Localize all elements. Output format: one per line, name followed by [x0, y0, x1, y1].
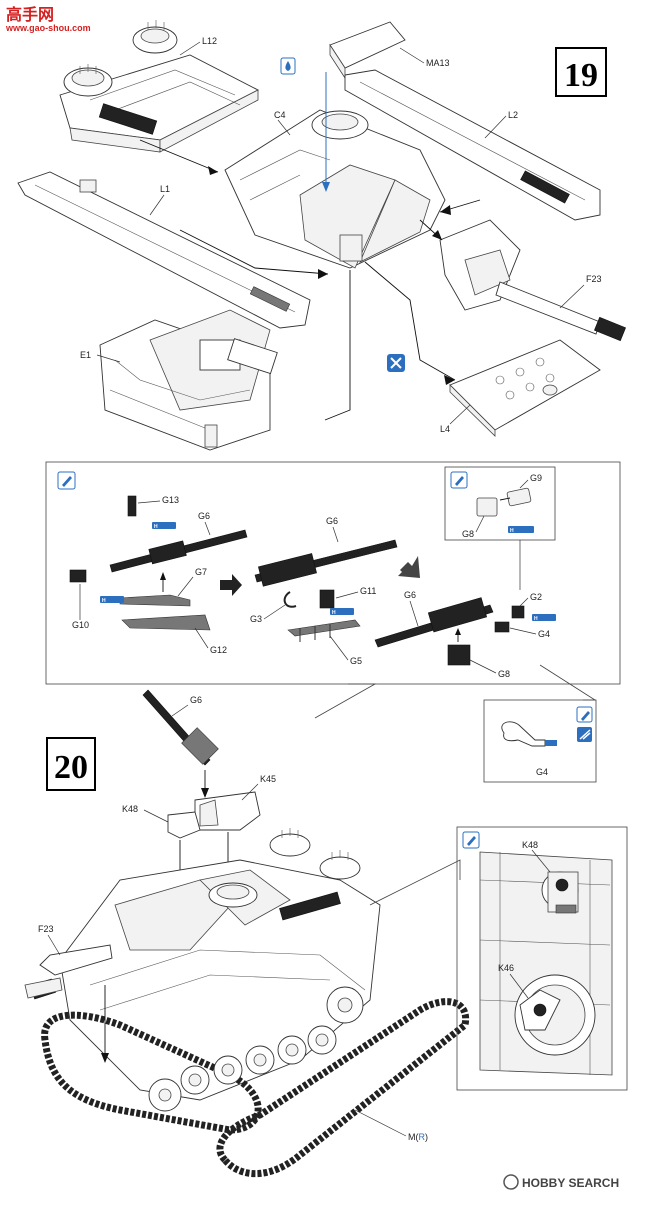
step-20: 20 G6 K45 K48: [24, 689, 470, 1178]
part-number-pill-2: H: [100, 596, 124, 604]
hobby-search-logo-icon: [503, 1174, 519, 1190]
glue-icon: [57, 471, 76, 490]
step-20-box: [46, 737, 96, 791]
step-19: 19 L12 MA13: [17, 20, 626, 451]
label-E1: E1: [80, 350, 91, 360]
label-G7: G7: [195, 567, 207, 577]
part-L2-fender: [344, 69, 601, 221]
label-K45: K45: [260, 774, 276, 784]
drill-hole-icon: [387, 354, 405, 372]
label-L1: L1: [160, 184, 170, 194]
glue-icon-detail: [576, 706, 593, 723]
callout-frame: [45, 461, 621, 685]
label-M-part: M(: [408, 1132, 419, 1142]
label-K46-inset: K46: [498, 963, 514, 973]
glue-icon-k-inset: [462, 831, 480, 849]
watermark-brand: HOBBY SEARCH: [522, 1176, 619, 1190]
label-G9: G9: [530, 473, 542, 483]
label-G6-c: G6: [404, 590, 416, 600]
part-number-pill-1: H: [152, 522, 176, 530]
part-K48: [167, 811, 201, 872]
step-20-number: 20: [54, 749, 88, 786]
label-G3: G3: [250, 614, 262, 624]
label-L2: L2: [508, 110, 518, 120]
label-G12: G12: [210, 645, 227, 655]
label-K48-inset: K48: [522, 840, 538, 850]
part-L4-front-plate: [449, 339, 601, 437]
label-G2: G2: [530, 592, 542, 602]
callout-gun-assembly: G13 G6 G7 G10 G12 H H G6: [45, 461, 621, 719]
part-number-pill-3: H: [330, 608, 354, 616]
inset-K48-K46: K48 K46: [456, 826, 628, 1091]
label-close-paren: ): [425, 1132, 428, 1142]
track-right: [216, 998, 470, 1178]
watermark-top: 高手网 www.gao-shou.com: [5, 5, 91, 33]
watermark-bottom: HOBBY SEARCH: [503, 1174, 619, 1190]
step-19-box: [555, 47, 607, 97]
label-G6-a: G6: [198, 511, 210, 521]
label-detail-G4: G4: [536, 767, 548, 777]
pill-text-3: H: [332, 610, 336, 616]
part-L12-rear-deck: [59, 20, 259, 153]
part-K45: [194, 791, 261, 880]
label-MA13: MA13: [426, 58, 450, 68]
part-G6-machine-gun: [142, 689, 219, 798]
label-M-R: M(R): [354, 1109, 428, 1142]
road-wheels: [148, 986, 364, 1112]
paint-icon: [577, 727, 592, 742]
label-G8-b: G8: [462, 529, 474, 539]
label-G13: G13: [162, 495, 179, 505]
label-G8-a: G8: [498, 669, 510, 679]
gun-stage-3: [374, 597, 525, 666]
detail-G4-inset: G4: [483, 664, 597, 783]
step-19-number: 19: [564, 57, 598, 94]
watermark-chars: 高手网: [6, 5, 54, 24]
label-R-part: R: [419, 1132, 426, 1142]
gun-stage-2: [254, 539, 398, 642]
part-F23-gun: [439, 219, 626, 342]
label-F23-top: F23: [586, 274, 602, 284]
pill-text-4: H: [534, 616, 538, 622]
label-G5: G5: [350, 656, 362, 666]
pill-text-2: H: [102, 598, 106, 604]
pill-text-1: H: [154, 524, 158, 530]
step-arrow-2: [398, 556, 420, 578]
part-L1-fender: [17, 171, 311, 329]
watermark-url: www.gao-shou.com: [5, 23, 91, 33]
label-C4: C4: [274, 110, 286, 120]
glue-icon-inset: [450, 471, 468, 489]
cement-icon: [280, 57, 296, 75]
label-L4: L4: [440, 424, 450, 434]
gun-stage-1: [69, 495, 248, 631]
k48-detail: [541, 871, 579, 914]
k46-detail: [514, 974, 596, 1056]
label-G6-b: G6: [326, 516, 338, 526]
assembly-arrows-19: [139, 72, 481, 421]
label-L12: L12: [202, 36, 217, 46]
label-G11: G11: [360, 586, 376, 596]
part-number-pill-4: H: [532, 614, 556, 622]
label-M: M(R): [408, 1132, 428, 1142]
pill-text-5: H: [510, 528, 514, 534]
part-E1-interior: [99, 309, 278, 451]
label-F23-step20: F23: [38, 924, 54, 934]
label-G10: G10: [72, 620, 89, 630]
label-G6-step20: G6: [190, 695, 202, 705]
inset-G8-G9: H: [444, 466, 556, 590]
step-arrow-1: [220, 574, 242, 596]
part-MA13: [329, 21, 406, 80]
label-K48: K48: [122, 804, 138, 814]
label-G4: G4: [538, 629, 550, 639]
track-left-lower: [41, 985, 262, 1134]
part-C4-superstructure: [224, 109, 446, 269]
